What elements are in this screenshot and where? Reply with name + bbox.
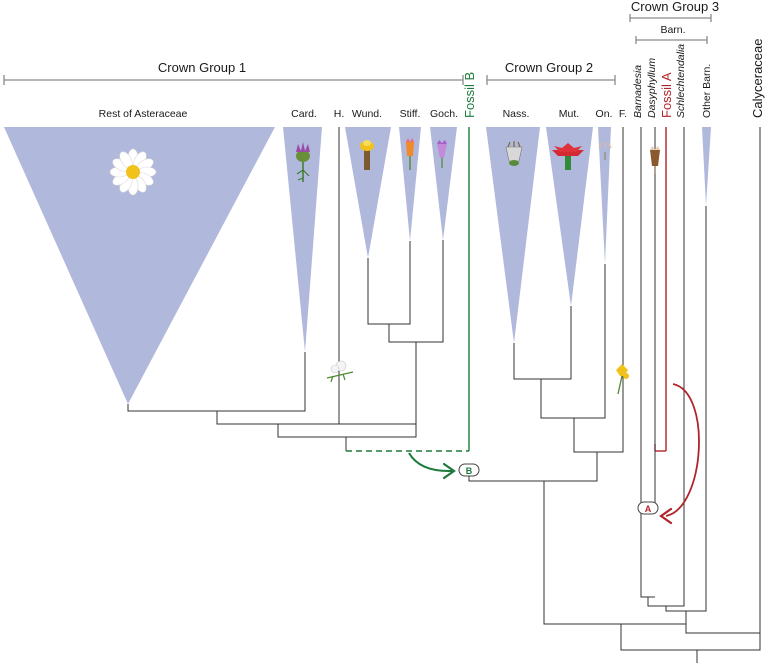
fossil-a-marker-text: A: [645, 504, 652, 514]
nassauvia-flower-icon: [505, 141, 523, 166]
label-calyceraceae: Calyceraceae: [750, 39, 765, 119]
fossil-a-marker: [637, 501, 659, 515]
clade-nass: [486, 127, 540, 343]
barn-label: Barn.: [660, 24, 685, 36]
fossil-b-marker: [458, 463, 480, 477]
clade-on: [598, 127, 611, 264]
crown-group-2-label: Crown Group 2: [505, 60, 593, 75]
clade-stiff: [399, 127, 421, 241]
label-wund: Wund.: [352, 108, 382, 120]
clade-mut: [546, 127, 593, 306]
crown-group-1-bracket: [3, 75, 464, 85]
fossil-b-marker-text: B: [466, 466, 473, 476]
clade-goch: [430, 127, 457, 240]
yellow-sprig-flower-icon: [616, 364, 629, 395]
fossil-b-lineage: [346, 127, 470, 480]
label-nass: Nass.: [503, 108, 530, 120]
daisy-flower-icon: [109, 148, 157, 196]
white-flower-icon: [326, 360, 354, 383]
fossil-a-label: Fossil A: [659, 72, 674, 118]
crown-group-2-bracket: [486, 75, 616, 85]
clade-card: [283, 127, 322, 352]
orange-tubular-flower-icon: [406, 138, 414, 170]
clade-other-barn: [702, 127, 711, 206]
label-dasyphyllum: Dasyphyllum: [646, 58, 658, 118]
fossil-a-lineage: [654, 127, 700, 525]
clade-rest-of-asteraceae: [4, 127, 275, 404]
barn-bracket: [635, 36, 708, 44]
crown-group-1-label: Crown Group 1: [158, 60, 246, 75]
fossil-b-label: Fossil B: [462, 72, 477, 118]
label-h: H.: [334, 108, 345, 120]
purple-tubular-flower-icon: [437, 140, 447, 168]
red-mutisia-flower-icon: [552, 143, 584, 170]
label-f: F.: [619, 108, 627, 120]
label-stiff: Stiff.: [400, 108, 421, 120]
yellow-brown-flower-icon: [360, 140, 374, 170]
dasyphyllum-flower-icon: [650, 146, 660, 174]
tree-branches: [127, 127, 761, 663]
label-goch: Goch.: [430, 108, 458, 120]
label-on: On.: [596, 108, 613, 120]
label-other-barn: Other Barn.: [701, 64, 713, 118]
label-barnadesia: Barnadesia: [632, 65, 644, 118]
label-mut: Mut.: [559, 108, 579, 120]
clade-wund: [345, 127, 391, 258]
crown-group-3-bracket: [629, 14, 712, 22]
label-rest-of-asteraceae: Rest of Asteraceae: [99, 108, 188, 120]
onoseris-flower-icon: [598, 142, 612, 160]
thistle-flower-icon: [296, 142, 310, 182]
label-card: Card.: [291, 108, 317, 120]
label-schlechtendalia: Schlechtendalia: [675, 44, 687, 118]
crown-group-3-label: Crown Group 3: [631, 0, 719, 14]
